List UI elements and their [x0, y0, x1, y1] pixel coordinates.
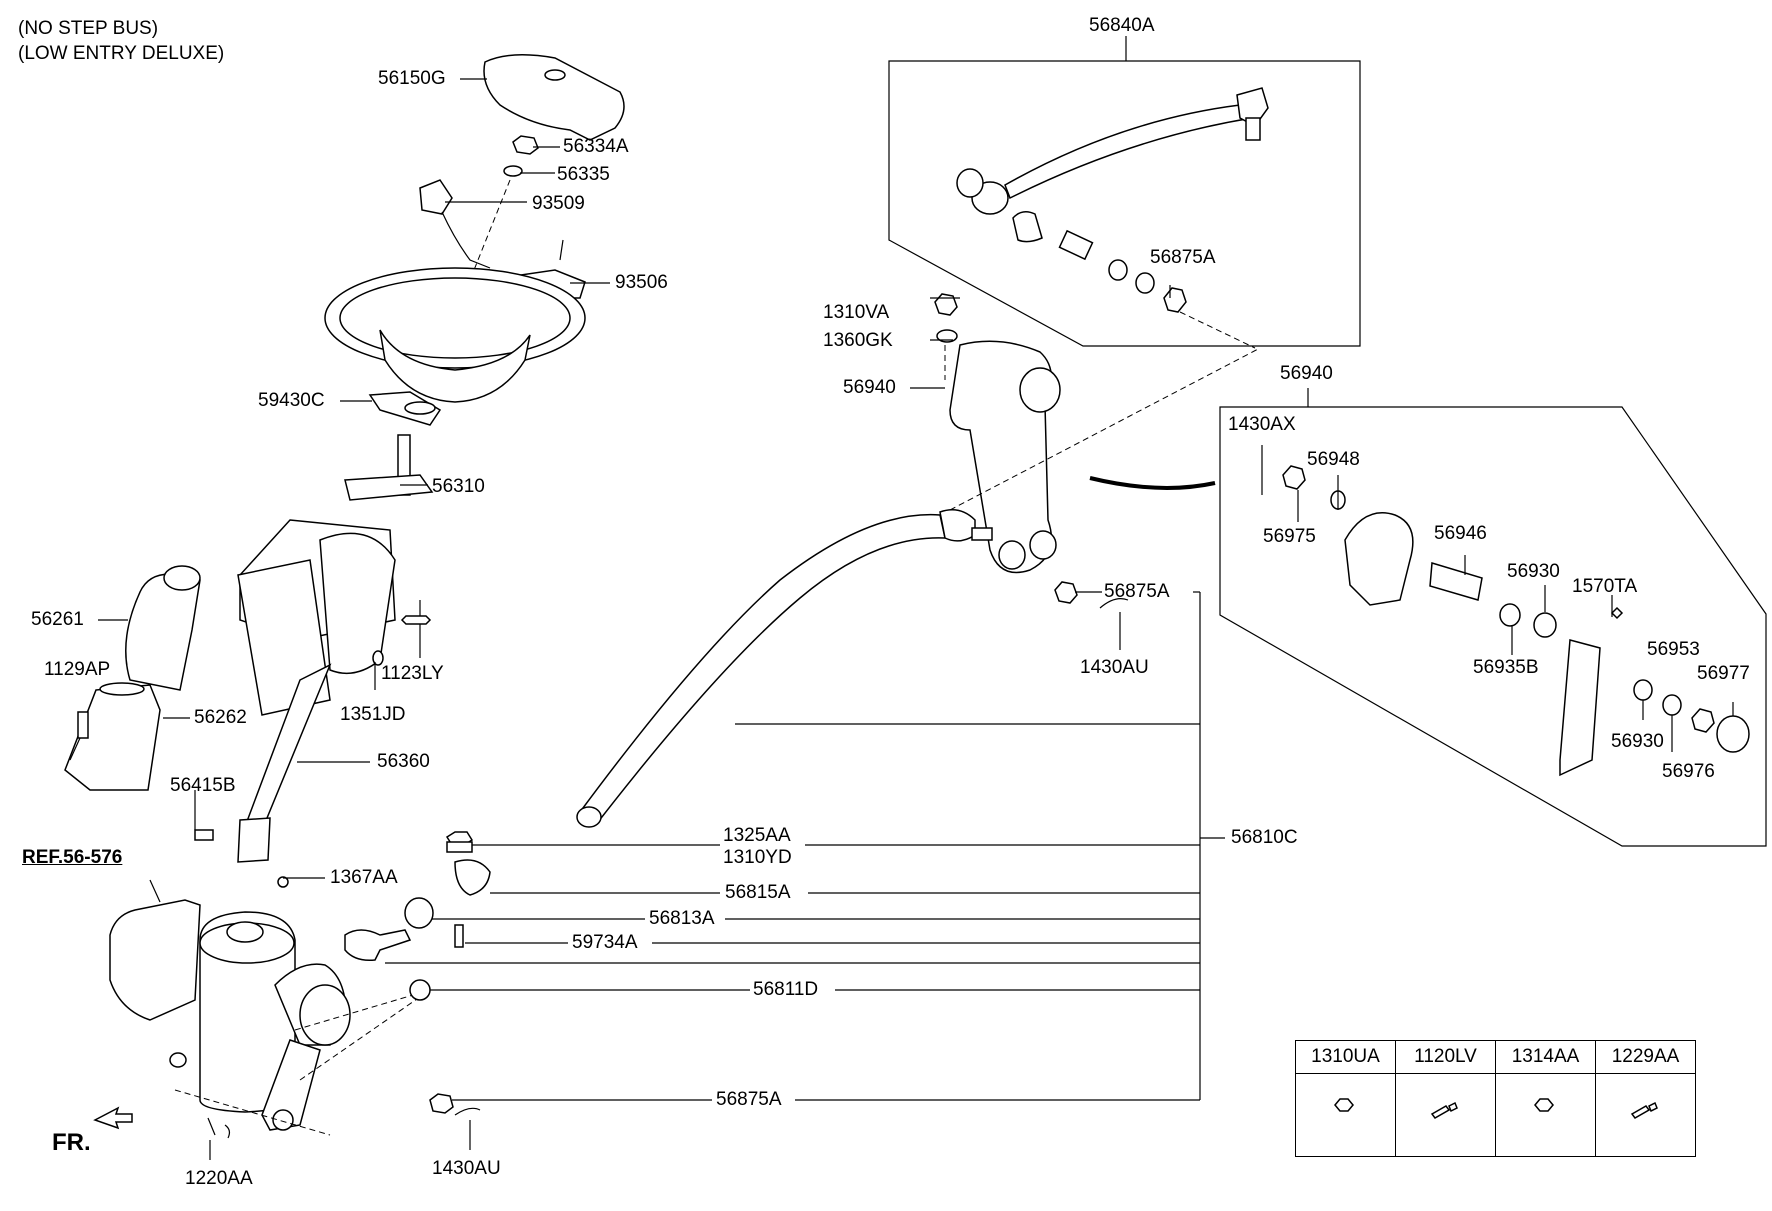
- part-label-56976: 56976: [1662, 761, 1715, 782]
- part-label-1220AA: 1220AA: [185, 1168, 253, 1189]
- part-label-56935B: 56935B: [1473, 657, 1539, 678]
- part-label-1430AU-mid: 1430AU: [1080, 657, 1149, 678]
- part-label-56977: 56977: [1697, 663, 1750, 684]
- part-label-1129AP: 1129AP: [44, 659, 111, 680]
- part-label-56975: 56975: [1263, 526, 1316, 547]
- steering-column-assembly: [64, 54, 625, 888]
- part-label-1351JD: 1351JD: [340, 704, 406, 725]
- legend-header-1: 1310UA: [1295, 1040, 1396, 1074]
- part-label-56334A: 56334A: [563, 136, 629, 157]
- front-direction-label: FR.: [52, 1129, 91, 1156]
- part-label-56946: 56946: [1434, 523, 1487, 544]
- drag-link-small-parts: [344, 831, 491, 1116]
- part-label-1430AU-bottom: 1430AU: [432, 1158, 501, 1179]
- ref-label: REF.56-576: [22, 847, 123, 868]
- legend-header-3: 1314AA: [1495, 1040, 1596, 1074]
- part-label-56150G: 56150G: [378, 68, 446, 89]
- legend-cell-4: [1595, 1073, 1696, 1157]
- tie-rod-inset-box: [888, 36, 1361, 349]
- part-label-56811D: 56811D: [753, 979, 819, 1000]
- part-label-1570TA: 1570TA: [1572, 576, 1638, 597]
- part-label-56875A-top: 56875A: [1150, 247, 1216, 268]
- legend-cell-1: [1295, 1073, 1396, 1157]
- part-label-56813A: 56813A: [649, 908, 715, 929]
- part-label-56815A: 56815A: [725, 882, 791, 903]
- part-label-56930-top: 56930: [1507, 561, 1560, 582]
- part-label-56415B: 56415B: [170, 775, 236, 796]
- part-label-56840A: 56840A: [1089, 15, 1155, 36]
- part-label-93509: 93509: [532, 193, 585, 214]
- part-label-56953: 56953: [1647, 639, 1700, 660]
- part-label-1430AX: 1430AX: [1228, 414, 1296, 435]
- header-line-1: (NO STEP BUS): [18, 18, 159, 39]
- part-label-56948: 56948: [1307, 449, 1360, 470]
- legend-cell-3: [1495, 1073, 1596, 1157]
- part-label-56930-bottom: 56930: [1611, 731, 1664, 752]
- part-label-59430C: 59430C: [258, 390, 325, 411]
- part-label-1310YD: 1310YD: [723, 847, 792, 868]
- part-label-56940-left: 56940: [843, 377, 896, 398]
- part-label-1360GK: 1360GK: [823, 330, 893, 351]
- part-label-56310: 56310: [432, 476, 485, 497]
- part-label-1310VA: 1310VA: [823, 302, 890, 323]
- part-label-93506: 93506: [615, 272, 668, 293]
- part-label-59734A: 59734A: [572, 932, 638, 953]
- idler-arm-inset-box: [1089, 388, 1767, 847]
- legend-header-2: 1120LV: [1395, 1040, 1496, 1074]
- part-label-56940-right: 56940: [1280, 363, 1333, 384]
- leader-lines: [98, 78, 1734, 1160]
- steering-gear-assembly: [93, 879, 431, 1139]
- legend-header-4: 1229AA: [1595, 1040, 1696, 1074]
- part-label-1325AA: 1325AA: [723, 825, 791, 846]
- part-label-56810C: 56810C: [1231, 827, 1298, 848]
- part-label-56875A-mid: 56875A: [1104, 581, 1170, 602]
- part-label-56360: 56360: [377, 751, 430, 772]
- fastener-legend-table: 1310UA 1120LV 1314AA 1229AA: [1295, 1040, 1696, 1157]
- part-label-56262: 56262: [194, 707, 247, 728]
- part-label-1367AA: 1367AA: [330, 867, 398, 888]
- part-label-56875A-bottom: 56875A: [716, 1089, 782, 1110]
- header-line-2: (LOW ENTRY DELUXE): [18, 43, 225, 64]
- idler-arm-assembly: [576, 293, 1261, 828]
- part-label-56261: 56261: [31, 609, 84, 630]
- legend-cell-2: [1395, 1073, 1496, 1157]
- part-label-1123LY: 1123LY: [381, 663, 444, 684]
- part-label-56335: 56335: [557, 164, 610, 185]
